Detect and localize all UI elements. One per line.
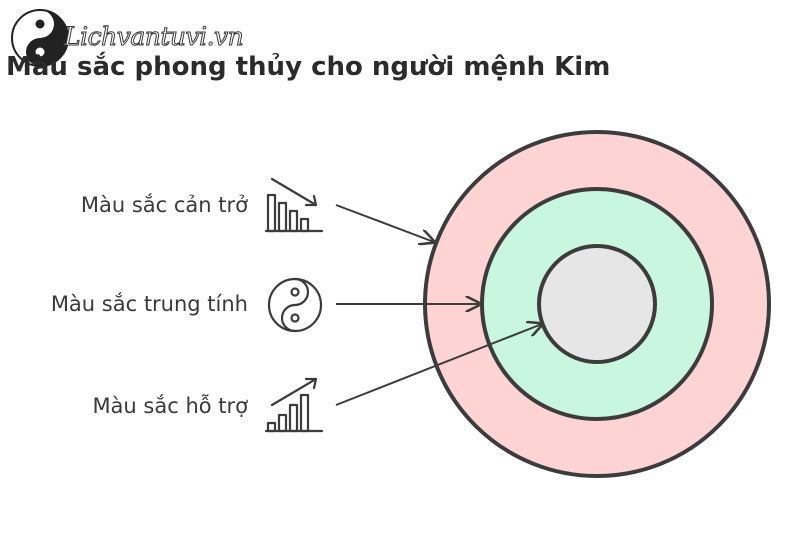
label-supporting: Màu sắc hỗ trợ bbox=[92, 394, 248, 418]
label-obstructing: Màu sắc cản trở bbox=[80, 193, 248, 217]
yin-yang-icon bbox=[267, 277, 323, 333]
rising-bar-chart-icon bbox=[264, 377, 324, 433]
arrow-supporting bbox=[335, 324, 542, 406]
middle-ring-border bbox=[480, 187, 714, 421]
declining-bar-chart-icon bbox=[264, 177, 324, 233]
inner-circle bbox=[539, 246, 655, 362]
page-title: Màu sắc phong thủy cho người mệnh Kim bbox=[6, 52, 611, 82]
yin-yang-logo-icon bbox=[11, 9, 69, 67]
label-neutral: Màu sắc trung tính bbox=[50, 292, 248, 316]
arrow-obstructing bbox=[335, 204, 434, 242]
inner-circle-border bbox=[537, 244, 657, 364]
site-watermark: Lichvantuvi.vn bbox=[63, 22, 244, 52]
